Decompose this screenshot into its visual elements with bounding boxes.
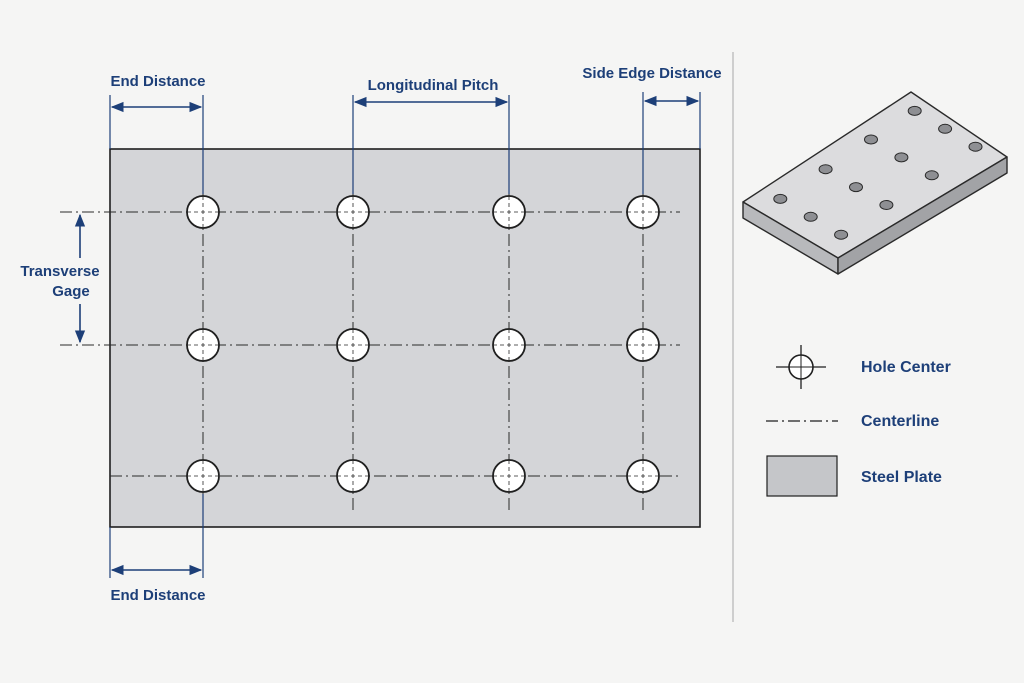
iso-bolt-hole — [938, 123, 953, 134]
iso-plate-side — [837, 156, 1008, 275]
side-edge-distance-label: Side Edge Distance — [582, 65, 721, 82]
bolt-hole — [626, 328, 660, 362]
bolt-hole — [186, 459, 220, 493]
legend: Hole Center Centerline Steel Plate — [766, 345, 951, 497]
iso-bolt-hole — [864, 134, 878, 145]
dimension-end-distance-bottom: End Distance — [109, 494, 206, 604]
dimension-longitudinal-pitch: Longitudinal Pitch — [352, 77, 510, 194]
bolt-hole — [336, 459, 370, 493]
transverse-gage-label-line2: Gage — [52, 283, 90, 300]
bolt-hole — [492, 459, 526, 493]
isometric-plate — [742, 91, 1008, 275]
bolt-hole — [626, 459, 660, 493]
iso-bolt-hole — [879, 200, 894, 210]
iso-bolt-hole — [773, 193, 788, 204]
iso-bolt-hole — [968, 141, 983, 152]
iso-bolt-hole — [818, 164, 833, 175]
transverse-gage-label-line1: Transverse — [20, 263, 99, 280]
end-distance-bottom-label: End Distance — [110, 587, 205, 604]
bolt-holes — [186, 195, 660, 493]
iso-bolt-hole — [849, 182, 863, 193]
bolt-hole — [492, 195, 526, 229]
end-distance-top-label: End Distance — [110, 73, 205, 90]
bolt-hole — [336, 328, 370, 362]
legend-centerline-label: Centerline — [861, 413, 939, 430]
longitudinal-pitch-label: Longitudinal Pitch — [368, 77, 499, 94]
legend-steel-plate-label: Steel Plate — [861, 469, 942, 486]
bolt-hole — [186, 195, 220, 229]
iso-plate-holes — [773, 105, 983, 240]
legend-hole-center-label: Hole Center — [861, 359, 951, 376]
iso-bolt-hole — [803, 211, 818, 222]
iso-bolt-hole — [907, 105, 922, 116]
dimension-side-edge-distance: Side Edge Distance — [582, 65, 722, 194]
iso-bolt-hole — [834, 229, 849, 240]
bolt-hole — [186, 328, 220, 362]
bolt-hole — [626, 195, 660, 229]
dimension-end-distance-top: End Distance — [109, 73, 206, 194]
bolt-hole — [492, 328, 526, 362]
bolt-hole — [336, 195, 370, 229]
dimension-transverse-gage: Transverse Gage — [16, 213, 104, 344]
legend-hole-center-symbol — [776, 345, 826, 389]
iso-bolt-hole — [894, 152, 909, 163]
iso-bolt-hole — [924, 170, 939, 181]
legend-steel-plate-symbol — [766, 455, 838, 497]
